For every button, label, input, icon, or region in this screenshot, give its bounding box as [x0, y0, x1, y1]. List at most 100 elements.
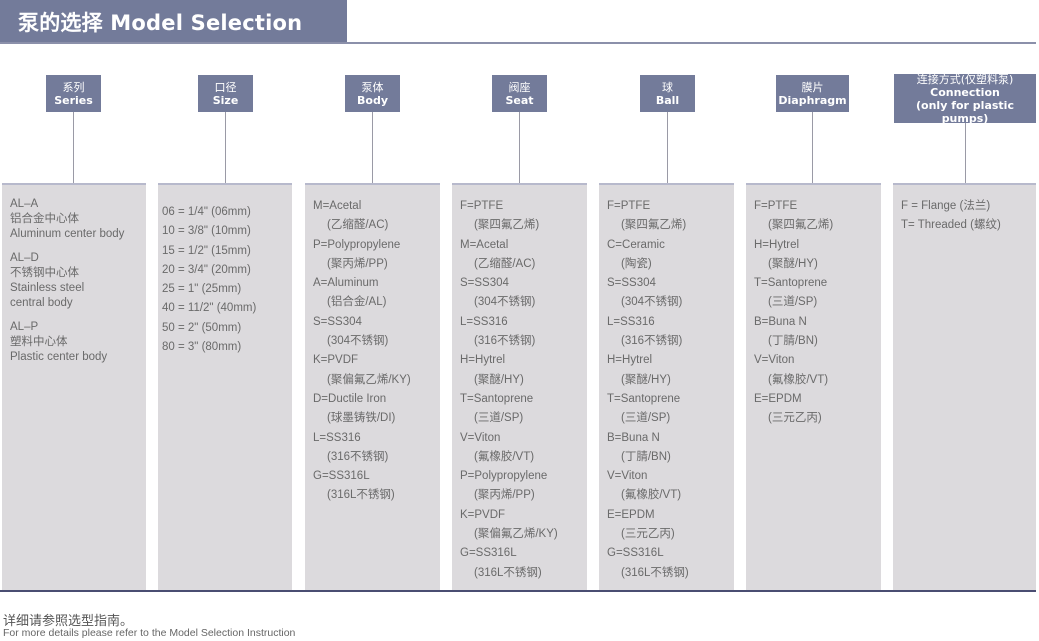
connection-list: F = Flange (法兰) T= Threaded (螺纹): [893, 185, 1036, 236]
seat-cn: (三道/SP): [474, 412, 524, 425]
seat-list: F=PTFE (聚四氟乙烯) M=Acetal (乙缩醛/AC) S=SS304…: [452, 185, 587, 583]
ball-cn: (聚醚/HY): [621, 373, 671, 386]
diaphragm-cn: (三元乙丙): [768, 412, 822, 425]
body-cn: (乙缩醛/AC): [327, 219, 389, 232]
diaphragm-code: B=Buna N: [754, 315, 807, 328]
diaphragm-code: F=PTFE: [754, 200, 798, 212]
seat-cn: (聚偏氟乙烯/KY): [474, 528, 558, 541]
size-option: 80 = 3" (80mm): [162, 341, 242, 354]
label-connection: 连接方式(仅塑料泵) Connection (only for plastic …: [894, 73, 1036, 125]
column-seat: F=PTFE (聚四氟乙烯) M=Acetal (乙缩醛/AC) S=SS304…: [452, 183, 587, 590]
body-code: M=Acetal: [313, 200, 362, 212]
series-list: AL–A 铝合金中心体 Aluminum center body AL–D 不锈…: [2, 185, 146, 365]
seat-cn: (聚醚/HY): [474, 373, 524, 386]
size-option: 40 = 11/2" (40mm): [162, 302, 257, 315]
connector-series: [73, 112, 74, 183]
footer-note-en: For more details please refer to the Mod…: [3, 627, 296, 639]
column-size: 06 = 1/4" (06mm) 10 = 3/8" (10mm) 15 = 1…: [158, 183, 292, 590]
body-cn: (316L不锈钢): [327, 489, 395, 502]
footer-divider: [0, 590, 1036, 592]
ball-code: H=Hytrel: [607, 354, 653, 367]
connector-ball: [667, 112, 668, 183]
label-body-en: Body: [357, 93, 388, 107]
column-body: M=Acetal (乙缩醛/AC) P=Polypropylene (聚丙烯/P…: [305, 183, 440, 590]
seat-code: G=SS316L: [460, 547, 517, 560]
seat-cn: (304不锈钢): [474, 296, 536, 309]
body-cn: (聚偏氟乙烯/KY): [327, 373, 411, 386]
ball-cn: (氟橡胶/VT): [621, 489, 682, 502]
label-body-cn: 泵体: [361, 80, 384, 94]
diaphragm-cn: (三道/SP): [768, 296, 818, 309]
ball-cn: (三道/SP): [621, 412, 671, 425]
seat-cn: (氟橡胶/VT): [474, 450, 535, 463]
seat-code: M=Acetal: [460, 238, 509, 251]
ball-cn: (陶瓷): [621, 257, 652, 270]
ball-code: C=Ceramic: [607, 238, 665, 251]
seat-code: T=Santoprene: [460, 392, 534, 405]
body-code: S=SS304: [313, 315, 362, 328]
ball-code: L=SS316: [607, 315, 655, 328]
seat-cn: (316不锈钢): [474, 335, 536, 348]
series-en: Aluminum center body: [10, 228, 125, 240]
header-divider: [0, 42, 1036, 44]
ball-code: V=Viton: [607, 470, 648, 483]
seat-cn: (乙缩醛/AC): [474, 257, 536, 270]
diaphragm-code: T=Santoprene: [754, 277, 828, 290]
seat-cn: (316L不锈钢): [474, 566, 542, 579]
connector-size: [225, 112, 226, 183]
size-option: 06 = 1/4" (06mm): [162, 206, 251, 218]
size-option: 10 = 3/8" (10mm): [162, 225, 251, 238]
label-connection-en: Connection: [930, 85, 1000, 99]
series-code: AL–A: [10, 198, 39, 210]
size-option: 50 = 2" (50mm): [162, 321, 242, 334]
label-seat-en: Seat: [505, 93, 534, 107]
body-code: G=SS316L: [313, 470, 370, 483]
diaphragm-cn: (聚四氟乙烯): [768, 219, 834, 232]
body-cn: (球墨铸铁/DI): [327, 412, 396, 425]
body-cn: (304不锈钢): [327, 335, 389, 348]
seat-code: K=PVDF: [460, 508, 506, 521]
label-ball: 球 Ball: [640, 75, 695, 112]
series-option: AL–P 塑料中心体 Plastic center body: [10, 320, 146, 365]
ball-code: S=SS304: [607, 277, 656, 290]
label-diaphragm: 膜片 Diaphragm: [776, 75, 849, 112]
label-size-en: Size: [212, 93, 239, 107]
label-diaphragm-en: Diaphragm: [778, 93, 847, 107]
body-code: K=PVDF: [313, 354, 359, 367]
size-option: 25 = 1" (25mm): [162, 283, 242, 296]
label-series-cn: 系列: [62, 80, 85, 94]
body-code: A=Aluminum: [313, 277, 379, 290]
label-ball-cn: 球: [662, 80, 673, 94]
body-cn: (铝合金/AL): [327, 296, 387, 309]
seat-cn: (聚丙烯/PP): [474, 489, 535, 502]
series-en: Stainless steel: [10, 282, 85, 294]
connection-option: T= Threaded (螺纹): [901, 219, 1001, 232]
body-cn: (316不锈钢): [327, 450, 389, 463]
seat-code: V=Viton: [460, 431, 501, 444]
column-ball: F=PTFE (聚四氟乙烯) C=Ceramic (陶瓷) S=SS304 (3…: [599, 183, 734, 590]
body-code: P=Polypropylene: [313, 238, 401, 251]
ball-cn: (三元乙丙): [621, 528, 675, 541]
size-option: 20 = 3/4" (20mm): [162, 263, 251, 276]
series-cn: 塑料中心体: [10, 336, 68, 348]
label-seat-cn: 阀座: [508, 80, 531, 94]
column-diaphragm: F=PTFE (聚四氟乙烯) H=Hytrel (聚醚/HY) T=Santop…: [746, 183, 881, 590]
ball-code: T=Santoprene: [607, 392, 681, 405]
seat-code: F=PTFE: [460, 200, 504, 212]
size-option: 15 = 1/2" (15mm): [162, 244, 251, 257]
connection-option: F = Flange (法兰): [901, 200, 991, 212]
body-list: M=Acetal (乙缩醛/AC) P=Polypropylene (聚丙烯/P…: [305, 185, 440, 506]
seat-code: P=Polypropylene: [460, 470, 548, 483]
seat-cn: (聚四氟乙烯): [474, 219, 540, 232]
title-banner: 泵的选择 Model Selection: [0, 0, 347, 43]
label-ball-en: Ball: [655, 93, 680, 107]
series-en: Plastic center body: [10, 351, 108, 363]
column-series: AL–A 铝合金中心体 Aluminum center body AL–D 不锈…: [2, 183, 146, 590]
ball-cn: (316不锈钢): [621, 335, 683, 348]
diaphragm-code: H=Hytrel: [754, 238, 800, 251]
connector-body: [372, 112, 373, 183]
label-series-en: Series: [54, 93, 93, 107]
body-cn: (聚丙烯/PP): [327, 257, 388, 270]
page-title: 泵的选择 Model Selection: [18, 11, 303, 35]
label-body: 泵体 Body: [345, 75, 400, 112]
